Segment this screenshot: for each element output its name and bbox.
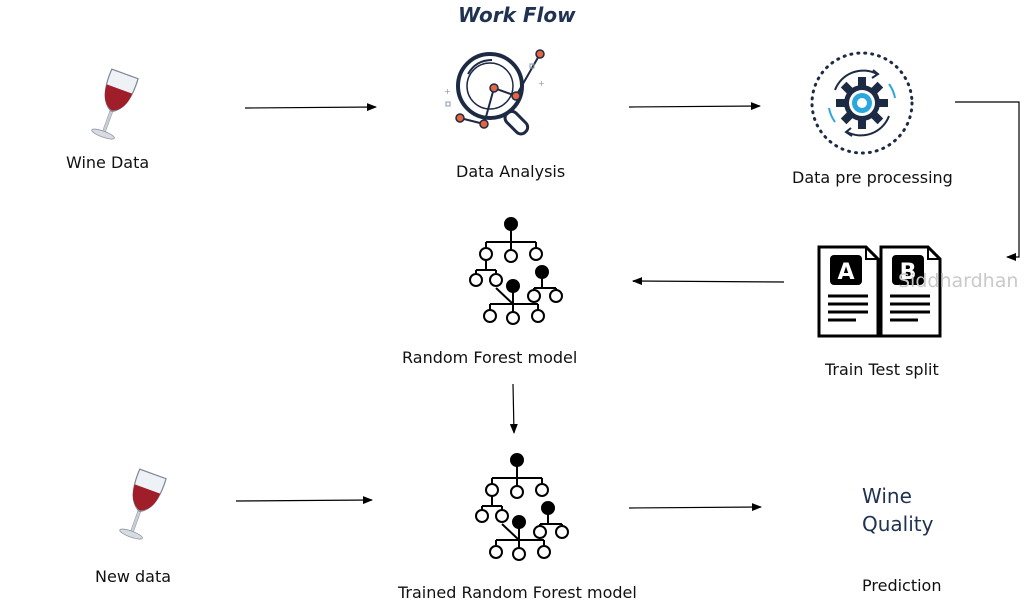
- arrow-newdata-to-trained: [235, 496, 373, 505]
- diagram-title: Work Flow: [458, 3, 576, 27]
- wine-quality-line-1: Wine: [862, 484, 912, 508]
- arrow-model-to-trained: [509, 383, 518, 434]
- arrow-split-to-model: [632, 277, 785, 286]
- node-trained-model-label: Trained Random Forest model: [398, 583, 637, 602]
- tree-network-icon: [469, 217, 563, 325]
- split-letter-b: B: [900, 260, 917, 285]
- svg-text:+: +: [444, 87, 451, 96]
- node-data-analysis-label: Data Analysis: [456, 162, 566, 181]
- node-random-forest-label: Random Forest model: [402, 348, 578, 367]
- tree-network-icon: [475, 453, 569, 561]
- wine-glass-icon: [119, 468, 167, 540]
- arrow-preprocessing-to-split: [955, 101, 1020, 261]
- arrow-wine-to-analysis: [244, 103, 377, 112]
- split-letter-a: A: [837, 260, 854, 285]
- magnifier-analytics-icon: + +: [444, 49, 545, 136]
- arrow-analysis-to-preprocessing: [628, 102, 761, 111]
- node-pre-processing-label: Data pre processing: [792, 168, 953, 187]
- node-new-data-label: New data: [95, 567, 172, 586]
- svg-text:+: +: [538, 79, 545, 88]
- watermark-text: Siddhardhan: [898, 270, 1019, 292]
- prediction-label: Prediction: [862, 576, 942, 595]
- node-wine-data-label: Wine Data: [66, 153, 150, 172]
- wine-quality-line-2: Quality: [862, 512, 934, 536]
- arrow-trained-to-prediction: [628, 503, 762, 512]
- node-train-test-split-label: Train Test split: [825, 360, 939, 379]
- document-ab-icon: A B: [817, 245, 942, 338]
- wine-glass-icon: [91, 68, 139, 140]
- gear-cycle-icon: [810, 51, 914, 155]
